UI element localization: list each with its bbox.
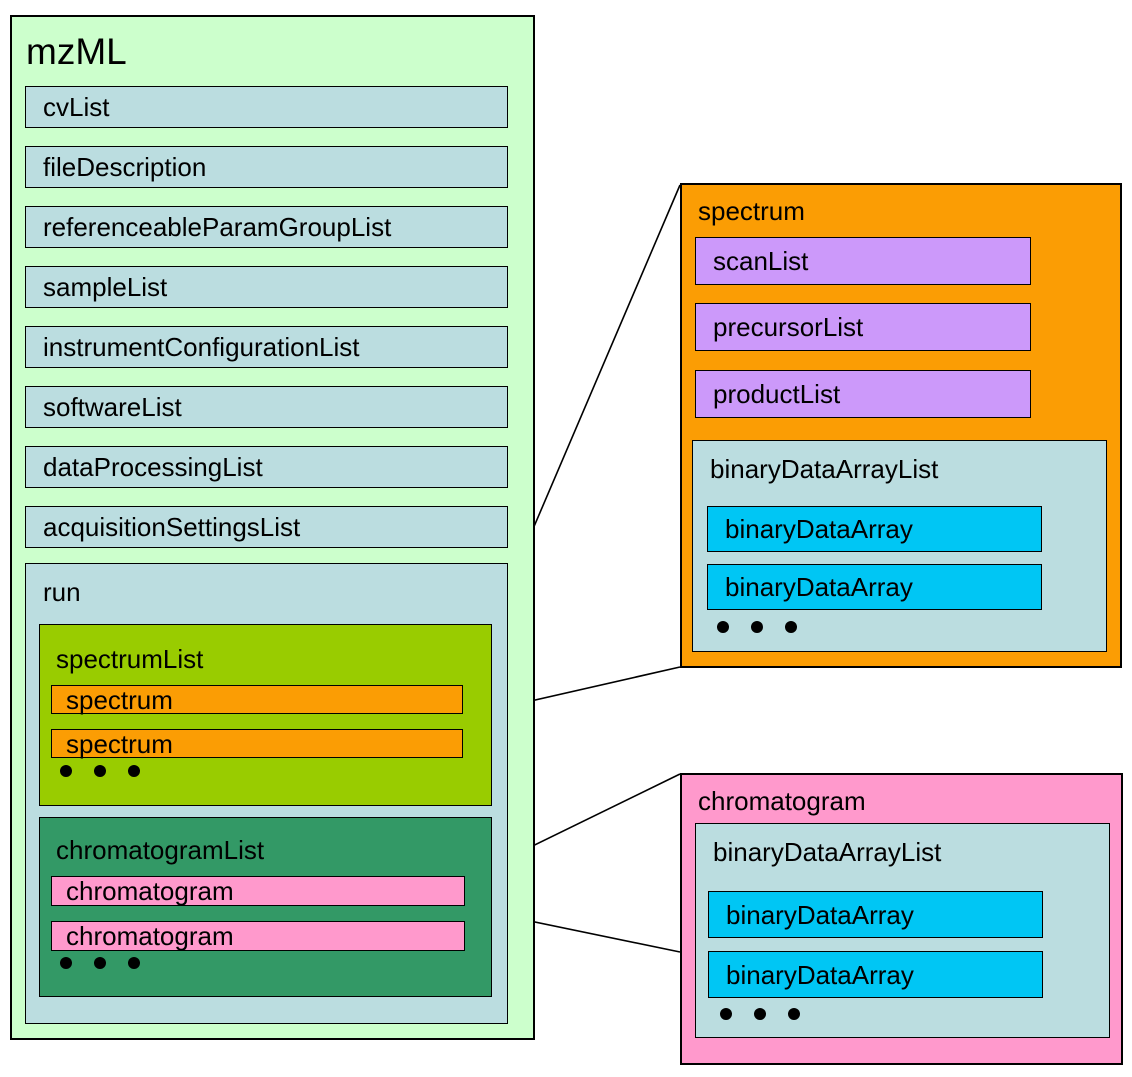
chromatogram-detail-box: chromatogram binaryDataArrayList binaryD… [680, 773, 1123, 1065]
precursorlist-label: precursorList [713, 312, 864, 342]
mzml-child-softwarelist: softwareList [25, 386, 508, 428]
binarydataarray-item-1: binaryDataArray [708, 891, 1043, 938]
spectrum-detail-title: spectrum [698, 196, 805, 226]
dot-icon [94, 765, 106, 777]
spectrum-list-label: spectrumList [56, 644, 204, 674]
dot-icon [60, 765, 72, 777]
spectrum-list-box: spectrumList spectrum spectrum [39, 624, 492, 806]
binarydataarraylist-label: binaryDataArrayList [710, 454, 939, 484]
mzml-child-dataprocessinglist: dataProcessingList [25, 446, 508, 488]
run-label: run [43, 577, 81, 607]
productlist-box: productList [695, 370, 1031, 418]
spectrum-item-label: spectrum [66, 684, 173, 715]
binarydataarray-label: binaryDataArray [726, 899, 914, 930]
mzml-child-referenceableparamgrouplist: referenceableParamGroupList [25, 206, 508, 248]
spectrum-item-2: spectrum [51, 729, 463, 758]
dot-icon [717, 621, 729, 633]
dot-icon [128, 957, 140, 969]
spectrum-item-1: spectrum [51, 685, 463, 714]
filedescription-label: fileDescription [43, 152, 207, 182]
cvlist-label: cvList [43, 92, 110, 122]
dot-icon [60, 957, 72, 969]
referenceableparamgrouplist-label: referenceableParamGroupList [43, 212, 392, 242]
precursorlist-box: precursorList [695, 303, 1031, 351]
chromatogram-list-box: chromatogramList chromatogram chromatogr… [39, 817, 492, 997]
dot-icon [751, 621, 763, 633]
binarydataarray-item-1: binaryDataArray [707, 506, 1042, 552]
mzml-child-acquisitionsettingslist: acquisitionSettingsList [25, 506, 508, 548]
binarydataarray-label: binaryDataArray [725, 572, 913, 602]
mzml-box: mzML cvList fileDescription referenceabl… [10, 15, 535, 1040]
acquisitionsettingslist-label: acquisitionSettingsList [43, 512, 301, 542]
dot-icon [94, 957, 106, 969]
ellipsis-icon [60, 765, 140, 777]
spectrum-binarydataarraylist-box: binaryDataArrayList binaryDataArray bina… [692, 440, 1107, 652]
binarydataarray-item-2: binaryDataArray [708, 951, 1043, 998]
chromatogram-item-label: chromatogram [66, 876, 234, 906]
binarydataarray-item-2: binaryDataArray [707, 564, 1042, 610]
spectrum-detail-box: spectrum scanList precursorList productL… [680, 183, 1122, 668]
chromatogram-detail-title: chromatogram [698, 786, 866, 816]
dot-icon [128, 765, 140, 777]
samplelist-label: sampleList [43, 272, 168, 302]
scanlist-box: scanList [695, 237, 1031, 285]
instrumentconfigurationlist-label: instrumentConfigurationList [43, 332, 360, 362]
chromatogram-binarydataarraylist-box: binaryDataArrayList binaryDataArray bina… [695, 823, 1110, 1038]
dataprocessinglist-label: dataProcessingList [43, 452, 263, 482]
binarydataarraylist-label: binaryDataArrayList [713, 837, 942, 867]
scanlist-label: scanList [713, 246, 809, 276]
productlist-label: productList [713, 379, 841, 409]
mzml-child-instrumentconfigurationlist: instrumentConfigurationList [25, 326, 508, 368]
ellipsis-icon [60, 957, 140, 969]
ellipsis-icon [720, 1008, 800, 1020]
dot-icon [788, 1008, 800, 1020]
softwarelist-label: softwareList [43, 392, 182, 422]
run-box: run spectrumList spectrum spectrum chrom [25, 563, 508, 1024]
binarydataarray-label: binaryDataArray [725, 514, 913, 544]
mzml-child-cvlist: cvList [25, 86, 508, 128]
chromatogram-list-label: chromatogramList [56, 835, 265, 865]
dot-icon [785, 621, 797, 633]
chromatogram-item-2: chromatogram [51, 921, 465, 951]
mzml-title: mzML [26, 31, 127, 72]
chromatogram-item-1: chromatogram [51, 876, 465, 906]
dot-icon [754, 1008, 766, 1020]
spectrum-item-label: spectrum [66, 728, 173, 759]
mzml-child-filedescription: fileDescription [25, 146, 508, 188]
ellipsis-icon [717, 621, 797, 633]
dot-icon [720, 1008, 732, 1020]
chromatogram-item-label: chromatogram [66, 921, 234, 951]
mzml-child-samplelist: sampleList [25, 266, 508, 308]
binarydataarray-label: binaryDataArray [726, 959, 914, 990]
